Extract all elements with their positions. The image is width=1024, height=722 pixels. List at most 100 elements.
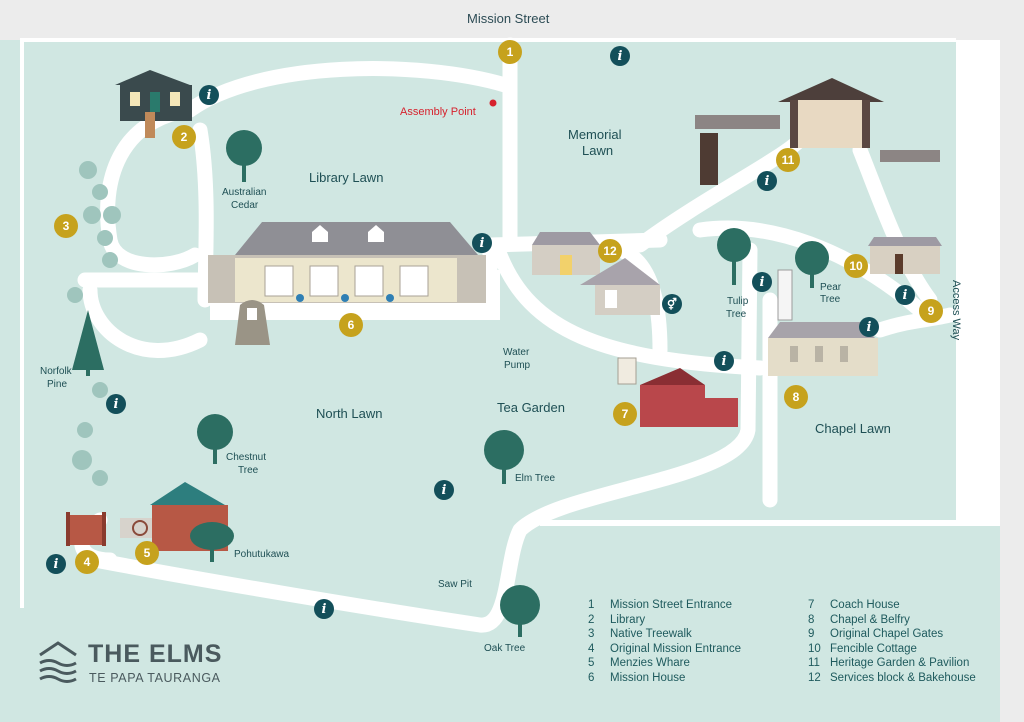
oak-tree bbox=[500, 585, 540, 637]
legend-item: 12 Services block & Bakehouse bbox=[808, 671, 976, 686]
tulip-tree bbox=[717, 228, 751, 285]
legend-label: Mission Street Entrance bbox=[610, 599, 733, 611]
legend-number: 11 bbox=[808, 657, 820, 670]
info-icon[interactable]: i bbox=[610, 46, 630, 66]
info-icon[interactable]: i bbox=[752, 272, 772, 292]
info-icon[interactable]: i bbox=[106, 394, 126, 414]
pohutukawa-tree bbox=[190, 522, 234, 562]
marker-9[interactable]: 9 bbox=[919, 299, 943, 323]
info-icon[interactable]: i bbox=[434, 480, 454, 500]
logo-subtitle: TE PAPA TAURANGA bbox=[89, 671, 221, 685]
water-pump-label-1: Water bbox=[503, 347, 530, 358]
legend-number: 9 bbox=[808, 628, 815, 641]
legend-number: 7 bbox=[808, 599, 815, 611]
australian-cedar-label-1: Australian bbox=[222, 187, 267, 198]
heritage-pavilion bbox=[695, 78, 940, 185]
legend-item: 6 Mission House bbox=[588, 671, 741, 686]
legend-number: 6 bbox=[588, 671, 595, 684]
norfolk-pine-label-1: Norfolk bbox=[40, 366, 72, 377]
legend-number: 5 bbox=[588, 657, 595, 670]
legend-label: Original Chapel Gates bbox=[830, 628, 944, 641]
services-block bbox=[532, 232, 660, 315]
library-building bbox=[115, 70, 192, 138]
oak-tree-label: Oak Tree bbox=[484, 643, 526, 654]
top-boundary bbox=[20, 38, 956, 42]
chapel-lawn-label: Chapel Lawn bbox=[815, 421, 891, 436]
marker-11[interactable]: 11 bbox=[776, 148, 800, 172]
chestnut-tree bbox=[197, 414, 233, 464]
info-icon[interactable]: i bbox=[757, 171, 777, 191]
logo-mark bbox=[39, 641, 77, 683]
norfolk-pine-label-2: Pine bbox=[47, 379, 68, 390]
legend-number: 8 bbox=[808, 613, 815, 626]
elm-tree bbox=[484, 430, 524, 484]
marker-1[interactable]: 1 bbox=[498, 40, 522, 64]
mission-street-label: Mission Street bbox=[467, 11, 550, 26]
pear-tree-label-1: Pear bbox=[820, 282, 842, 293]
marker-8[interactable]: 8 bbox=[784, 385, 808, 409]
legend-label: Native Treewalk bbox=[610, 628, 692, 641]
legend-label: Mission House bbox=[610, 671, 686, 684]
marker-6[interactable]: 6 bbox=[339, 313, 363, 337]
marker-5[interactable]: 5 bbox=[135, 541, 159, 565]
legend-number: 12 bbox=[808, 671, 821, 684]
info-icon[interactable]: i bbox=[314, 599, 334, 619]
legend-label: Services block & Bakehouse bbox=[830, 671, 976, 684]
memorial-lawn-label-1: Memorial bbox=[568, 127, 622, 142]
assembly-point-label: Assembly Point bbox=[400, 106, 476, 118]
legend-item: 9 Original Chapel Gates bbox=[808, 627, 976, 642]
mission-house-building bbox=[208, 222, 486, 303]
info-icon[interactable]: i bbox=[895, 285, 915, 305]
legend-number: 2 bbox=[588, 613, 595, 626]
fencible-cottage bbox=[868, 237, 942, 274]
pear-tree-label-2: Tree bbox=[820, 294, 841, 305]
legend-number: 1 bbox=[588, 599, 595, 611]
path-tea-garden bbox=[492, 247, 768, 376]
elm-tree-label: Elm Tree bbox=[515, 473, 556, 484]
library-lawn-label: Library Lawn bbox=[309, 170, 384, 185]
access-way-label: Access Way bbox=[950, 280, 962, 341]
marker-10[interactable]: 10 bbox=[844, 254, 868, 278]
info-icon[interactable]: i bbox=[199, 85, 219, 105]
legend-number: 10 bbox=[808, 642, 821, 655]
marker-4[interactable]: 4 bbox=[75, 550, 99, 574]
tulip-tree-label-2: Tree bbox=[726, 309, 747, 320]
tea-garden-label: Tea Garden bbox=[497, 400, 565, 415]
boundary-line bbox=[540, 520, 1000, 526]
info-icon[interactable]: i bbox=[46, 554, 66, 574]
norfolk-pine-tree bbox=[72, 310, 104, 376]
legend-label: Coach House bbox=[830, 599, 900, 611]
info-icon[interactable]: i bbox=[472, 233, 492, 253]
path-pine-loop bbox=[82, 282, 208, 358]
mission-street-band bbox=[0, 0, 1024, 40]
marker-7[interactable]: 7 bbox=[613, 402, 637, 426]
restroom-icon: ⚥ bbox=[662, 294, 682, 314]
marker-2[interactable]: 2 bbox=[172, 125, 196, 149]
native-treewalk bbox=[67, 161, 121, 486]
info-icon[interactable]: i bbox=[714, 351, 734, 371]
path-pavilion bbox=[852, 142, 938, 308]
tulip-tree-label-1: Tulip bbox=[727, 296, 749, 307]
marker-3[interactable]: 3 bbox=[54, 214, 78, 238]
left-boundary bbox=[20, 38, 24, 608]
north-lawn-label: North Lawn bbox=[316, 406, 383, 421]
access-way-band bbox=[1000, 40, 1024, 722]
trees bbox=[72, 130, 829, 637]
info-icon[interactable]: i bbox=[859, 317, 879, 337]
australian-cedar-tree bbox=[226, 130, 262, 182]
logo-title: THE ELMS bbox=[88, 640, 223, 668]
coach-house bbox=[617, 357, 738, 427]
water-pump-label-2: Pump bbox=[504, 360, 531, 371]
chestnut-label-1: Chestnut bbox=[226, 452, 267, 463]
legend-label: Original Mission Entrance bbox=[610, 642, 742, 655]
marker-12[interactable]: 12 bbox=[598, 239, 622, 263]
